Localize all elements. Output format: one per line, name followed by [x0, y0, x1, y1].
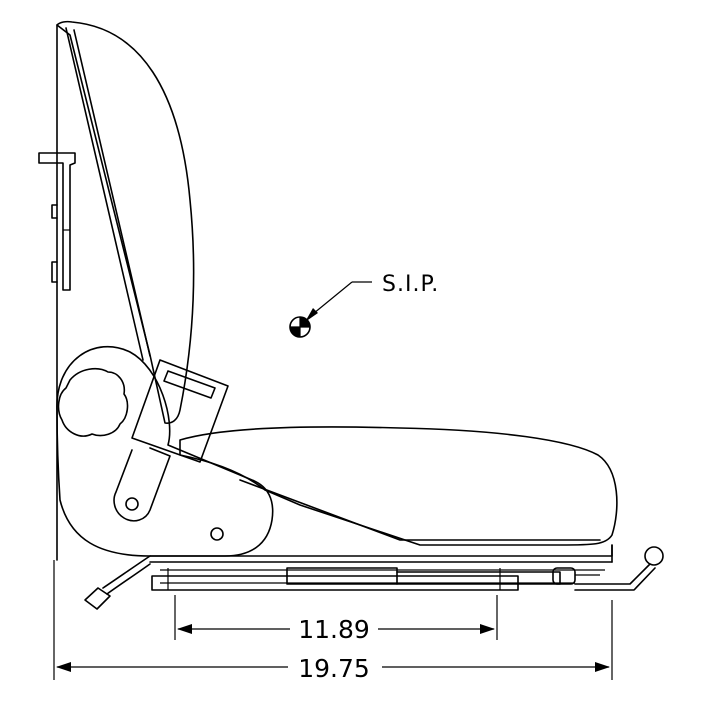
slide-lever-handle-icon [574, 546, 664, 591]
recline-lever-handle-icon [84, 555, 151, 610]
back-bracket [38, 152, 76, 291]
slide-rails [151, 567, 605, 591]
sip-label: S.I.P. [382, 272, 439, 297]
sip-marker [289, 281, 372, 338]
seat-pan [149, 544, 613, 563]
seat-cushion [179, 426, 618, 546]
dimension-slide-length [174, 595, 498, 640]
recline-knob-icon [57, 367, 129, 437]
seat-belt-buckle-icon [113, 359, 229, 522]
pivot-bolt-icon [210, 527, 224, 541]
backrest [56, 20, 195, 561]
recline-housing [56, 346, 274, 557]
dimension-overall-length [53, 560, 613, 680]
dimension-slide-length-label: 11.89 [298, 615, 370, 644]
dimension-overall-length-label: 19.75 [298, 654, 370, 683]
